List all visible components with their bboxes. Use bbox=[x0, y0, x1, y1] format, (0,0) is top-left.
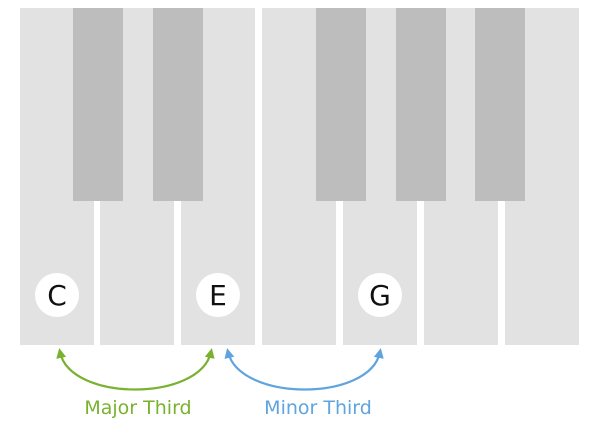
note-label: E bbox=[209, 279, 227, 312]
black-key bbox=[153, 8, 203, 201]
major-third-arc bbox=[56, 348, 215, 391]
note-label: G bbox=[369, 279, 391, 312]
note-marker-g: G bbox=[358, 273, 402, 317]
note-marker-circle bbox=[196, 273, 240, 317]
black-key bbox=[475, 8, 525, 201]
black-keys bbox=[73, 8, 525, 201]
note-label: C bbox=[47, 279, 67, 312]
minor-third-arc bbox=[224, 348, 384, 391]
note-marker-circle bbox=[358, 273, 402, 317]
note-marker-c: C bbox=[35, 273, 79, 317]
black-key bbox=[73, 8, 123, 201]
note-marker-e: E bbox=[196, 273, 240, 317]
black-key bbox=[316, 8, 366, 201]
major-third-label: Major Third bbox=[84, 397, 191, 419]
note-marker-circle bbox=[35, 273, 79, 317]
black-key bbox=[396, 8, 446, 201]
minor-third-label: Minor Third bbox=[264, 397, 372, 419]
interval-arcs bbox=[56, 348, 384, 391]
